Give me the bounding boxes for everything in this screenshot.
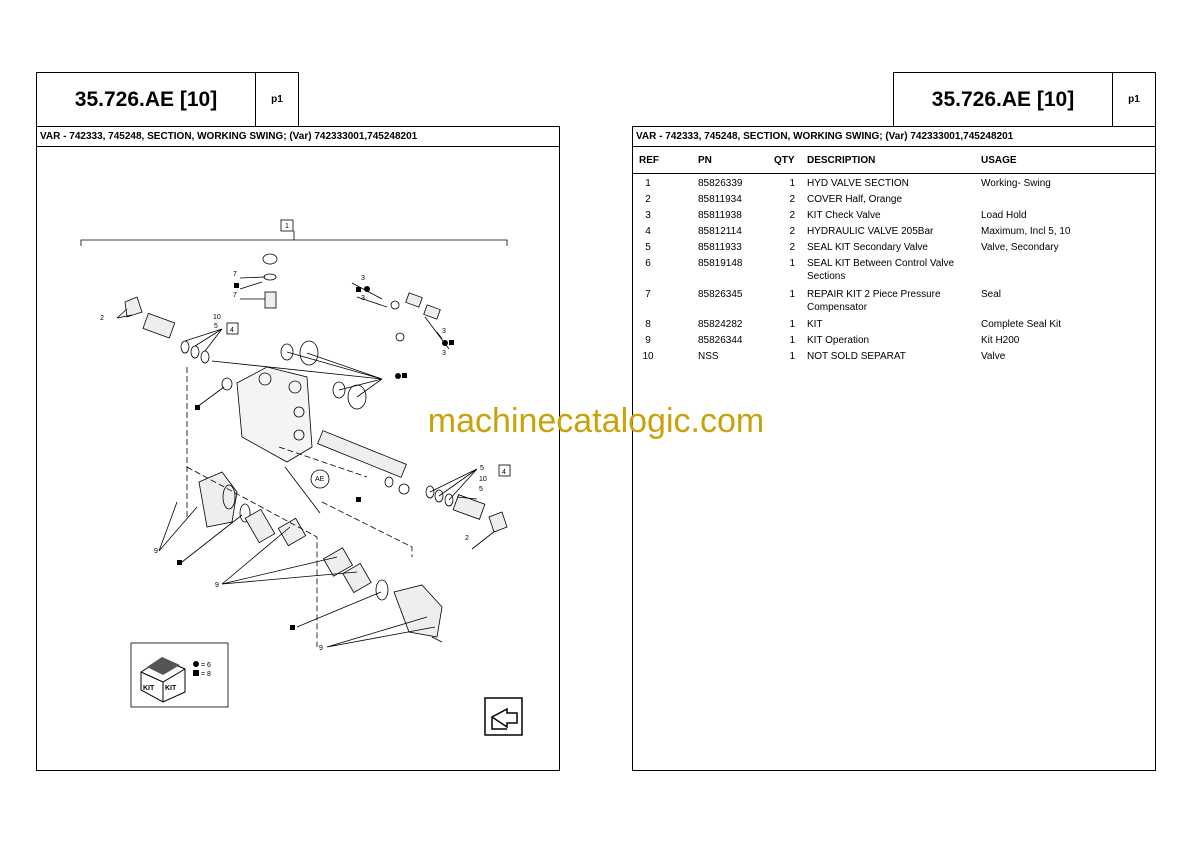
col-qty: QTY: [774, 155, 795, 166]
right-var-line: VAR - 742333, 745248, SECTION, WORKING S…: [633, 127, 1155, 147]
callout-7: 7: [233, 271, 237, 278]
cell-pn: 85811938: [698, 210, 742, 221]
cell-desc-cont: Sections: [807, 271, 846, 282]
left-var-line: VAR - 742333, 745248, SECTION, WORKING S…: [37, 127, 559, 147]
callout-9: 9: [154, 548, 158, 555]
cell-pn: 85811934: [698, 194, 742, 205]
kit-label-2: KIT: [165, 685, 177, 692]
callout-3: 3: [361, 275, 365, 282]
cell-qty: 2: [789, 194, 795, 205]
cell-ref: 10: [642, 351, 654, 362]
left-diagram-panel: VAR - 742333, 745248, SECTION, WORKING S…: [36, 126, 560, 771]
cell-pn: 85819148: [698, 258, 743, 269]
cell-pn: NSS: [698, 351, 719, 362]
col-usage: USAGE: [981, 155, 1017, 166]
cell-usage: Kit H200: [981, 335, 1020, 346]
callout-9b: 9: [215, 582, 219, 589]
cell-desc: REPAIR KIT 2 Piece Pressure: [807, 289, 941, 300]
cell-usage: Seal: [981, 289, 1002, 300]
callout-1: 1: [285, 223, 289, 230]
cell-ref: 2: [645, 194, 651, 205]
cell-usage: Valve: [981, 351, 1006, 362]
cell-desc: KIT Operation: [807, 335, 870, 346]
col-description: DESCRIPTION: [807, 155, 876, 166]
callout-9c: 9: [319, 645, 323, 652]
callout-2b: 2: [465, 535, 469, 542]
callout-3c: 3: [442, 328, 446, 335]
callout-5b: 5: [480, 465, 484, 472]
cell-ref: 8: [645, 319, 651, 330]
cell-usage: Valve, Secondary: [981, 242, 1059, 253]
right-page-number: p1: [1112, 72, 1156, 127]
cell-desc: HYD VALVE SECTION: [807, 178, 909, 189]
cell-pn: 85826339: [698, 178, 743, 189]
callout-10b: 10: [479, 476, 487, 483]
cell-desc-cont: Compensator: [807, 302, 868, 313]
callout-10: 10: [213, 314, 221, 321]
cell-qty: 1: [789, 258, 795, 269]
cell-qty: 1: [789, 289, 795, 300]
col-pn: PN: [698, 155, 712, 166]
cell-ref: 4: [645, 226, 651, 237]
parts-list-panel: VAR - 742333, 745248, SECTION, WORKING S…: [632, 126, 1156, 771]
callout-2: 2: [100, 315, 104, 322]
cell-desc: KIT: [807, 319, 823, 330]
cell-qty: 1: [789, 178, 795, 189]
cell-qty: 1: [789, 319, 795, 330]
kit-legend-circle: = 6: [201, 662, 211, 669]
callout-3b: 3: [361, 295, 365, 302]
exploded-parts-diagram: 1 7 7 2 10 5 4 3 3 3 3 AE 5 4 10 5 2 9 9: [80, 219, 523, 736]
left-page-title: 35.726.AE [10]: [36, 72, 256, 127]
cell-ref: 6: [645, 258, 651, 269]
kit-legend-square: = 8: [201, 671, 211, 678]
cell-usage: Maximum, Incl 5, 10: [981, 226, 1071, 237]
kit-label: KIT: [143, 685, 155, 692]
cell-pn: 85811933: [698, 242, 742, 253]
callout-4b: 4: [502, 469, 506, 476]
callout-ae: AE: [315, 476, 325, 483]
cell-desc: COVER Half, Orange: [807, 194, 903, 205]
cell-usage: Complete Seal Kit: [981, 319, 1062, 330]
callout-5: 5: [214, 323, 218, 330]
parts-table-header: REF PN QTY DESCRIPTION USAGE: [633, 147, 1155, 174]
cell-ref: 7: [645, 289, 651, 300]
cell-ref: 5: [645, 242, 651, 253]
cell-pn: 85826344: [698, 335, 743, 346]
watermark: machinecatalogic.com: [427, 402, 765, 440]
cell-ref: 1: [645, 178, 651, 189]
cell-desc: SEAL KIT Secondary Valve: [807, 242, 928, 253]
right-page-title: 35.726.AE [10]: [893, 72, 1113, 127]
callout-4: 4: [230, 327, 234, 334]
cell-ref: 3: [645, 210, 651, 221]
cell-qty: 1: [789, 351, 795, 362]
cell-qty: 2: [789, 242, 795, 253]
cell-desc: KIT Check Valve: [807, 210, 881, 221]
cell-qty: 2: [789, 226, 795, 237]
cell-usage: Working- Swing: [981, 178, 1051, 189]
cell-desc: SEAL KIT Between Control Valve: [807, 258, 955, 269]
cell-pn: 85812114: [698, 226, 742, 237]
cell-desc: HYDRAULIC VALVE 205Bar: [807, 226, 934, 237]
cell-ref: 9: [645, 335, 651, 346]
cell-usage: Load Hold: [981, 210, 1027, 221]
cell-qty: 1: [789, 335, 795, 346]
kit-legend: KIT KIT = 6 = 8: [130, 642, 229, 708]
callout-7b: 7: [233, 292, 237, 299]
col-ref: REF: [639, 155, 659, 166]
callout-3d: 3: [442, 350, 446, 357]
callout-5c: 5: [479, 486, 483, 493]
cell-pn: 85826345: [698, 289, 743, 300]
next-page-arrow-icon[interactable]: [484, 697, 523, 736]
cell-pn: 85824282: [698, 319, 743, 330]
cell-desc: NOT SOLD SEPARAT: [807, 351, 906, 362]
left-page-number: p1: [255, 72, 299, 127]
cell-qty: 2: [789, 210, 795, 221]
